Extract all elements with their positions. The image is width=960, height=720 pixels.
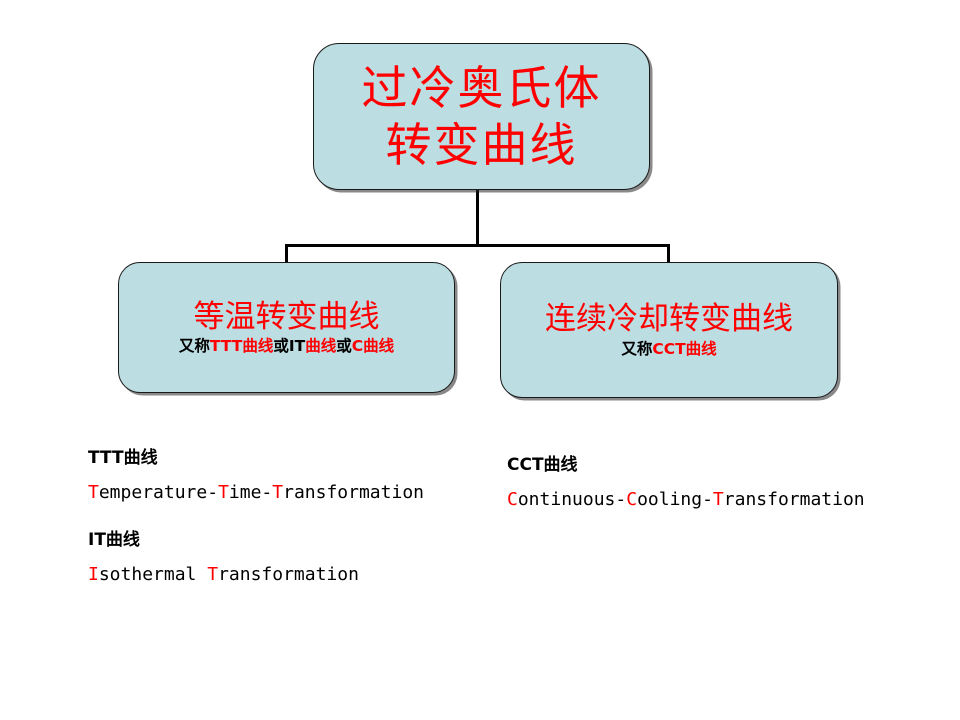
- node-root[interactable]: 过冷奥氏体 转变曲线: [313, 43, 650, 190]
- connector-left-branch: [285, 244, 288, 264]
- legend-it-expansion: Isothermal Transformation: [88, 564, 359, 585]
- legend-isothermal: TTT曲线 Temperature-Time-Transformation IT…: [88, 443, 424, 585]
- connector-root-vertical: [476, 190, 479, 246]
- legend-it-heading: IT曲线: [88, 530, 140, 550]
- node-continuous-cooling-title: 连续冷却转变曲线: [545, 301, 793, 338]
- node-continuous-cooling-subtitle: 又称CCT曲线: [621, 339, 717, 358]
- legend-cct-expansion: Continuous-Cooling-Transformation: [507, 489, 865, 510]
- node-isothermal-subtitle: 又称TTT曲线或IT曲线或C曲线: [178, 337, 395, 356]
- node-isothermal[interactable]: 等温转变曲线 又称TTT曲线或IT曲线或C曲线: [118, 262, 455, 393]
- node-root-title: 过冷奥氏体 转变曲线: [362, 60, 602, 172]
- legend-cct-heading: CCT曲线: [507, 455, 578, 475]
- legend-ttt-expansion: Temperature-Time-Transformation: [88, 482, 424, 503]
- connector-right-branch: [667, 244, 670, 264]
- node-continuous-cooling[interactable]: 连续冷却转变曲线 又称CCT曲线: [500, 262, 838, 398]
- node-root-title-line2: 转变曲线: [385, 117, 578, 172]
- legend-continuous-cooling: CCT曲线 Continuous-Cooling-Transformation: [507, 450, 865, 510]
- connector-horizontal-bar: [285, 244, 670, 247]
- node-isothermal-title: 等温转变曲线: [193, 298, 380, 335]
- node-root-title-line1: 过冷奥氏体: [361, 61, 602, 116]
- legend-ttt-heading: TTT曲线: [88, 448, 158, 468]
